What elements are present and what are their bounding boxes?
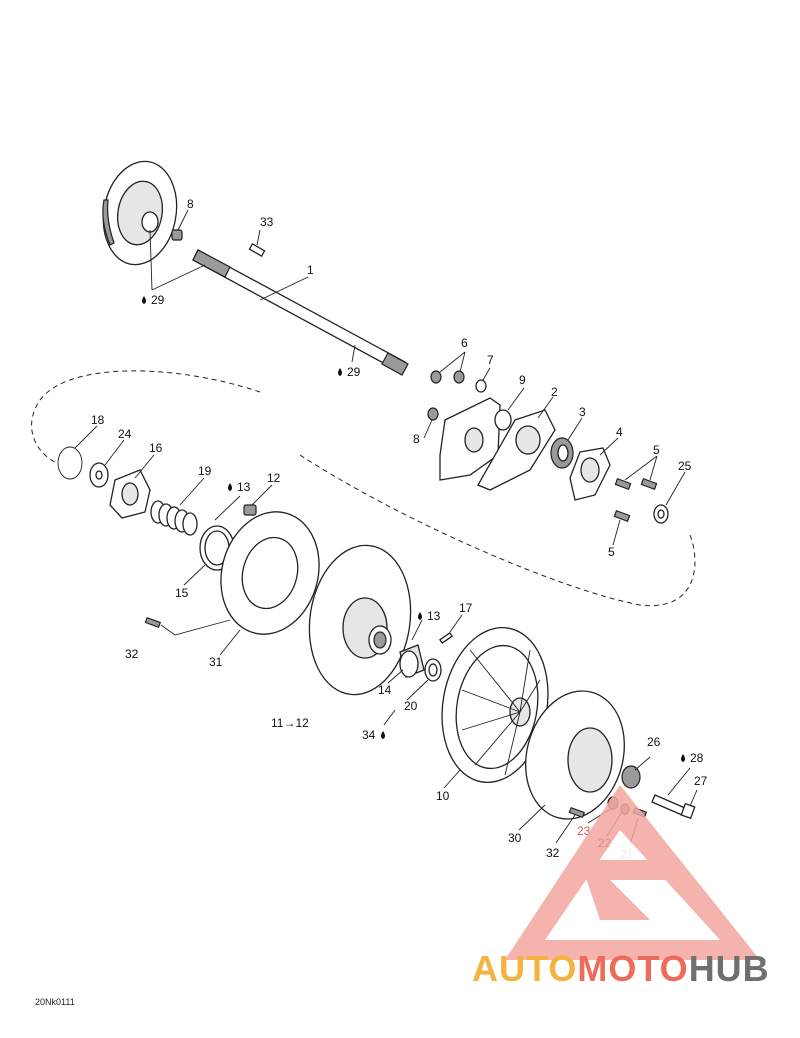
drop-icon bbox=[381, 731, 385, 739]
watermark-brand-auto: AUTO bbox=[472, 948, 578, 989]
bolt-27 bbox=[651, 794, 696, 820]
callout-8-top: 8 bbox=[187, 197, 194, 211]
callout-26: 26 bbox=[647, 735, 661, 749]
watermark-brand-text: AUTOMOTOHUB bbox=[472, 948, 770, 990]
callout-23: 23 bbox=[577, 824, 591, 838]
callout-27: 27 bbox=[694, 774, 708, 788]
callout-14: 14 bbox=[378, 683, 392, 697]
callout-28: 28 bbox=[690, 751, 704, 765]
callout-5-lower: 5 bbox=[608, 545, 615, 559]
drop-icon bbox=[418, 612, 422, 620]
washer-24 bbox=[89, 462, 109, 488]
callout-11-12: 11→12 bbox=[271, 716, 309, 730]
spring-19 bbox=[150, 500, 198, 536]
assembly-path-dashed-return bbox=[299, 454, 696, 607]
callout-31: 31 bbox=[209, 655, 223, 669]
callout-17: 17 bbox=[459, 601, 473, 615]
fan-sheave-10 bbox=[441, 627, 549, 783]
callout-29-top: 29 bbox=[151, 293, 165, 307]
screw-32-right bbox=[568, 806, 586, 818]
bracket-9 bbox=[439, 397, 501, 481]
drop-icon bbox=[228, 483, 232, 491]
callout-32-left: 32 bbox=[125, 647, 139, 661]
drop-icon bbox=[681, 754, 685, 762]
callout-25: 25 bbox=[678, 459, 692, 473]
callout-20: 20 bbox=[404, 699, 418, 713]
watermark-logo-icon bbox=[505, 785, 760, 960]
assembly-path-dashed-loop bbox=[31, 370, 261, 463]
washer-26 bbox=[621, 765, 641, 789]
callout-30: 30 bbox=[508, 831, 522, 845]
washer-20 bbox=[424, 658, 442, 682]
callout-16: 16 bbox=[149, 441, 163, 455]
callout-13-upper: 13 bbox=[237, 480, 251, 494]
callout-15: 15 bbox=[175, 586, 189, 600]
callout-1: 1 bbox=[307, 263, 314, 277]
callout-13-lower: 13 bbox=[427, 609, 441, 623]
callout-19: 19 bbox=[198, 464, 212, 478]
callout-29-shaft: 29 bbox=[347, 365, 361, 379]
cam-16 bbox=[109, 469, 151, 519]
nuts-6-7 bbox=[430, 370, 487, 393]
shaft bbox=[192, 249, 409, 376]
screw-32-left bbox=[144, 616, 162, 628]
plate-2 bbox=[477, 409, 556, 491]
callout-12: 12 bbox=[267, 471, 281, 485]
cover-30 bbox=[525, 690, 625, 820]
drop-icon bbox=[338, 368, 342, 376]
callout-9: 9 bbox=[519, 373, 526, 387]
callout-33: 33 bbox=[260, 215, 274, 229]
callout-8-lower: 8 bbox=[413, 432, 420, 446]
slider-12 bbox=[243, 504, 257, 516]
bushing-14 bbox=[399, 644, 425, 678]
callout-18: 18 bbox=[91, 413, 105, 427]
callout-34: 34 bbox=[362, 728, 376, 742]
callout-4: 4 bbox=[616, 425, 623, 439]
leader-lines bbox=[74, 209, 698, 846]
callout-7: 7 bbox=[487, 353, 494, 367]
flange-4 bbox=[569, 447, 611, 501]
nut-8-lower bbox=[427, 407, 439, 421]
cover-plate-31 bbox=[220, 511, 320, 635]
watermark-brand-hub: HUB bbox=[688, 948, 770, 989]
circlip-18 bbox=[57, 446, 83, 480]
movable-sheave-11 bbox=[308, 544, 412, 696]
callout-5-upper: 5 bbox=[653, 443, 660, 457]
callout-24: 24 bbox=[118, 427, 132, 441]
washer-25 bbox=[653, 504, 669, 524]
callout-6-upper: 6 bbox=[461, 336, 468, 350]
callout-3: 3 bbox=[579, 405, 586, 419]
washer-9 bbox=[494, 409, 512, 431]
pin-17 bbox=[439, 632, 453, 644]
watermark-brand-moto: MOTO bbox=[577, 948, 689, 989]
drop-icon bbox=[142, 296, 146, 304]
key-33 bbox=[248, 243, 266, 257]
fixed-sheave-top bbox=[102, 160, 178, 266]
bearing-3 bbox=[550, 437, 574, 469]
callout-2: 2 bbox=[551, 385, 558, 399]
callout-32-right: 32 bbox=[546, 846, 560, 860]
bolts-5 bbox=[613, 478, 658, 522]
nut-8-top bbox=[171, 229, 183, 241]
drawing-code: 20Nk0111 bbox=[35, 997, 75, 1007]
callout-10: 10 bbox=[436, 789, 450, 803]
